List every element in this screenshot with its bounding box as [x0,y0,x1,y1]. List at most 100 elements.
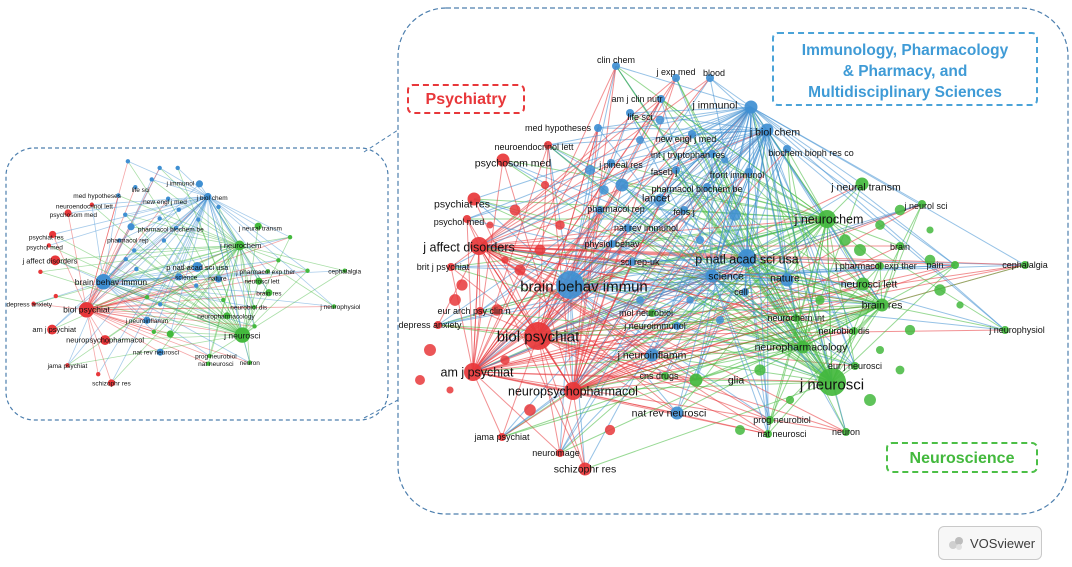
minor-node [555,220,565,230]
overview-edge [146,196,209,321]
overview-edge [86,309,112,384]
overview-label: j affect disorders [22,256,78,265]
minor-node [895,365,905,375]
overview-node [165,196,171,201]
minor-node [501,256,509,264]
overview-label: jama psychiat [47,363,88,370]
overview-node [64,209,72,217]
overview-edge [103,281,161,305]
minor-node [514,264,526,276]
overview-edge [103,183,200,283]
overview-edge [67,334,243,366]
overview-label: science [175,274,197,281]
edge [501,257,748,438]
overview-edge [207,196,241,246]
minor-node [655,115,665,125]
journal-label: cell [734,287,748,297]
overview-node [78,302,95,318]
overview-edge [239,245,251,363]
edge [572,379,697,392]
minor-node [604,424,616,436]
edge [711,275,856,367]
journal-label: j neurol sci [903,201,947,211]
overview-node [47,324,58,335]
overview-edge [103,281,243,336]
overview-edge [86,309,148,321]
minor-node [654,194,666,206]
journal-node [578,462,592,476]
edge [547,106,752,146]
journal-label: j immunol [692,100,738,112]
edge [479,106,752,312]
journal-label: j pharmacol exp ther [834,261,917,271]
overview-label: j neurophysiol [319,304,361,311]
overview-node [175,273,183,281]
edge [466,218,713,277]
minor-node [864,394,876,406]
edge [472,65,617,373]
overview-edge [104,245,240,341]
journal-node [766,416,774,424]
journal-label: p natl acad sci usa [695,252,799,266]
journal-node [670,406,684,420]
edge [881,245,901,306]
overview-edge [207,196,241,246]
minor-node [449,294,461,306]
minor-node [894,204,906,216]
overview-node [123,212,128,217]
minor-node [599,185,609,195]
overview-edge [153,245,240,333]
journal-node [564,382,582,400]
overview-node [31,301,36,306]
edge [437,106,752,326]
edge [599,209,713,277]
edge [750,106,856,367]
overview-node [133,184,138,190]
overview-edge [241,226,259,336]
overview-node [175,165,180,171]
edge [651,275,713,356]
journal-label: neuroendocrinol lett [494,142,574,152]
minor-node [785,395,795,405]
overview-node [149,177,154,182]
overview-edge [218,206,241,246]
edge [750,106,855,332]
overview-edge [151,179,240,246]
overview-node [50,255,61,266]
immunology-label-line-3: Multidisciplinary Sciences [808,84,1002,101]
minor-node [636,296,644,304]
minor-node [509,204,521,216]
overview-label: j neural transm [238,225,282,232]
overview-edge [52,234,243,336]
journal-label: neuron [832,427,860,437]
edge [466,129,768,220]
overview-label: psychol med [26,245,63,252]
edge [597,106,752,129]
minor-node [956,301,964,309]
overview-edge [207,196,210,357]
overview-edge [103,266,198,283]
overview-edge [86,309,209,365]
overview-label: new engl j med [143,199,187,206]
overview-label: j biol chem [196,195,228,202]
minor-node [456,279,468,291]
journal-label: physiol behav [584,239,640,249]
minor-node [500,355,510,365]
journal-label: pain [926,260,943,270]
edge [537,144,549,337]
edge [472,275,713,373]
overview-node [144,294,150,300]
overview-edge [159,218,240,246]
overview-edge [40,271,243,336]
edge [802,346,856,367]
edge [472,106,752,373]
overview-label: pharmacol biochem be [138,226,204,233]
overview-node [287,235,293,240]
journal-label: int j tryptophan res [651,150,726,160]
overview-node [95,274,112,290]
journal-node [842,428,850,436]
edge [766,129,1006,331]
edge [547,144,713,277]
edge [466,218,474,373]
